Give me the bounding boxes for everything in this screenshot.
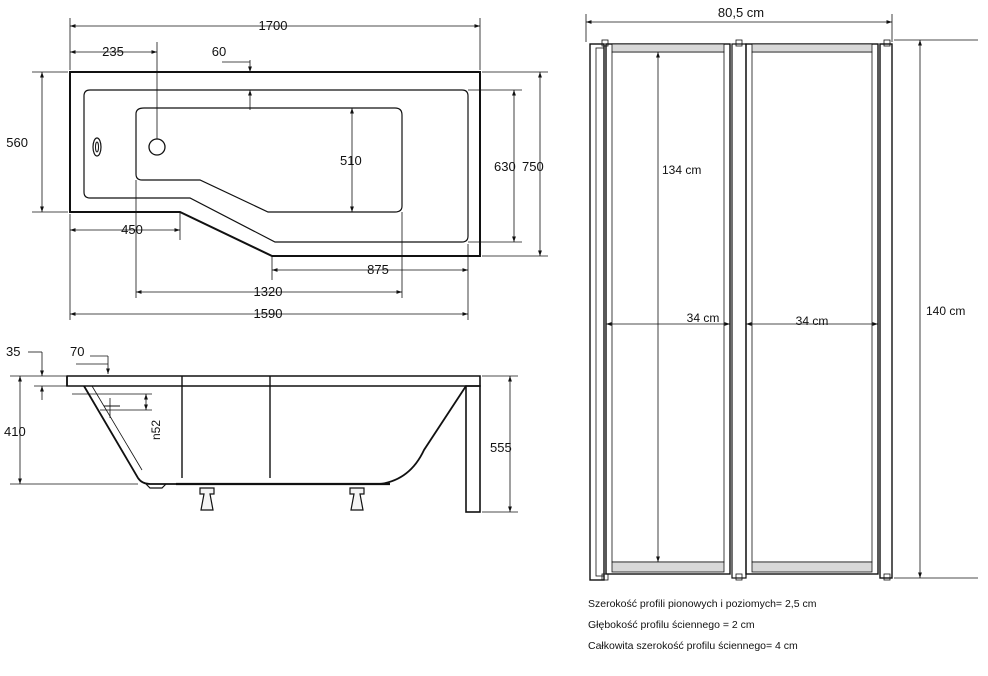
dim-total-width: 750: [522, 159, 544, 174]
dim-rim-overhang: 70: [70, 344, 84, 359]
dim-narrow-length: 450: [121, 222, 143, 237]
dim-bottom-length: 1590: [254, 306, 283, 321]
screen-dimensions: [585, 14, 978, 579]
dim-total-height: 555: [490, 440, 512, 455]
dim-total-length: 1700: [259, 18, 288, 33]
dim-panel-right-width: 34 cm: [796, 314, 829, 328]
note-wall-profile-depth: Głębokość profilu ściennego = 2 cm: [588, 619, 755, 631]
bathtub-side-view: [66, 375, 481, 513]
top-view-labels: 1700 235 60 560 510 630 750 450 875 1320…: [6, 18, 543, 321]
top-view-dimensions: [32, 18, 548, 320]
dim-drain-offset: 235: [102, 44, 124, 59]
side-view-dimensions: [10, 351, 518, 513]
dim-screen-height: 140 cm: [926, 304, 965, 318]
dim-inner-length: 1320: [254, 284, 283, 299]
dim-screen-inner-height: 134 cm: [662, 163, 701, 177]
dim-overflow: n52: [149, 420, 163, 440]
note-wall-profile-total-width: Całkowita szerokość profilu ściennego= 4…: [588, 640, 798, 652]
dim-depth: 410: [4, 424, 26, 439]
dim-mid-width: 630: [494, 159, 516, 174]
dim-rim: 60: [212, 44, 226, 59]
dim-wide-inner-length: 875: [367, 262, 389, 277]
dim-panel-left-width: 34 cm: [687, 311, 720, 325]
dim-inner-width: 510: [340, 153, 362, 168]
side-view-labels: 35 70 n52 410 555: [4, 344, 512, 455]
dim-left-width: 560: [6, 135, 28, 150]
dim-screen-width: 80,5 cm: [718, 5, 764, 20]
bath-screen-front-view: [589, 39, 893, 581]
note-profile-width: Szerokość profili pionowych i poziomych=…: [588, 598, 817, 610]
dim-rim-thickness: 35: [6, 344, 20, 359]
screen-labels: 80,5 cm 134 cm 34 cm 34 cm 140 cm: [662, 5, 965, 328]
